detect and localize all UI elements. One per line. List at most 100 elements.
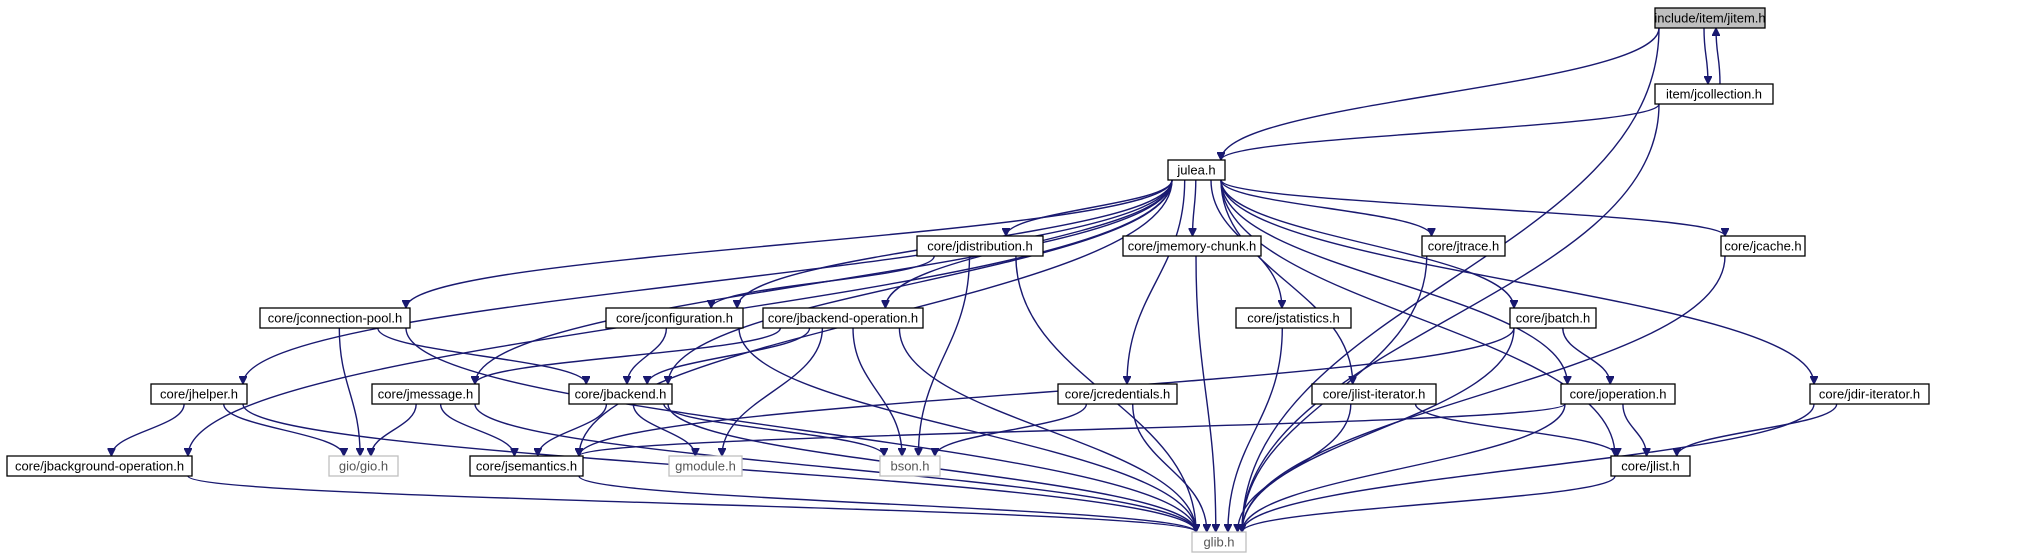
node-jcollection[interactable]: item/jcollection.h	[1654, 83, 1774, 105]
edge-jcredentials-to-bson	[935, 403, 1088, 456]
node-box	[1421, 235, 1506, 257]
edge-jbackgroundoperation-to-glib	[187, 475, 1196, 532]
node-jstatistics[interactable]: core/jstatistics.h	[1235, 307, 1352, 329]
edge-jbackendoperation-to-jmessage	[475, 327, 782, 384]
node-bson: bson.h	[879, 455, 941, 477]
node-box	[1311, 383, 1437, 405]
node-label: gio/gio.h	[339, 459, 388, 474]
edge-jmemorychunk-to-glib	[1195, 255, 1216, 532]
node-jbackendoperation[interactable]: core/jbackend-operation.h	[762, 307, 924, 329]
node-box	[879, 455, 941, 477]
edge-jlistiterator-to-glib	[1238, 403, 1352, 532]
node-label: core/jbackend-operation.h	[768, 311, 918, 326]
node-label: julea.h	[1176, 163, 1215, 178]
edge-julea-to-jdistribution	[1006, 179, 1173, 236]
edge-jbackendoperation-to-glib	[898, 327, 1196, 532]
node-jsemantics[interactable]: core/jsemantics.h	[469, 455, 584, 477]
edge-jcredentials-to-glib	[1132, 403, 1207, 532]
edge-jbackend-to-bson	[663, 403, 884, 456]
edge-jmessage-to-glib	[474, 403, 1196, 532]
edge-jbatch-to-glib	[1242, 327, 1515, 532]
node-jhelper[interactable]: core/jhelper.h	[150, 383, 248, 405]
node-box	[605, 307, 744, 329]
edge-jconnectionpool-to-jbackend	[377, 327, 586, 384]
node-jconnectionpool[interactable]: core/jconnection-pool.h	[259, 307, 411, 329]
node-jlistiterator[interactable]: core/jlist-iterator.h	[1311, 383, 1437, 405]
node-label: glib.h	[1203, 535, 1234, 550]
node-jconfiguration[interactable]: core/jconfiguration.h	[605, 307, 744, 329]
edge-jdistribution-to-bson	[918, 255, 971, 456]
edge-jbackend-to-gmodule	[632, 403, 695, 456]
node-label: core/jtrace.h	[1428, 239, 1500, 254]
edge-jbatch-to-joperation	[1562, 327, 1610, 384]
edge-jitem-to-jcollection	[1703, 27, 1708, 84]
node-jmemorychunk[interactable]: core/jmemory-chunk.h	[1122, 235, 1262, 257]
node-gio: gio/gio.h	[328, 455, 399, 477]
node-jmessage[interactable]: core/jmessage.h	[371, 383, 480, 405]
edge-jconnectionpool-to-gio	[338, 327, 360, 456]
node-label: gmodule.h	[675, 459, 736, 474]
edge-jconfiguration-to-jbackend	[627, 327, 668, 384]
node-label: core/jdir-iterator.h	[1819, 387, 1920, 402]
node-box	[1235, 307, 1352, 329]
node-jcredentials[interactable]: core/jcredentials.h	[1057, 383, 1178, 405]
edge-julea-to-jmemorychunk	[1193, 179, 1196, 236]
edge-jconnectionpool-to-glib	[405, 327, 1196, 532]
node-jbackgroundoperation[interactable]: core/jbackground-operation.h	[6, 455, 193, 477]
node-joperation[interactable]: core/joperation.h	[1560, 383, 1676, 405]
node-jcache[interactable]: core/jcache.h	[1720, 235, 1806, 257]
node-label: core/jcredentials.h	[1065, 387, 1171, 402]
node-label: bson.h	[890, 459, 929, 474]
node-gmodule: gmodule.h	[668, 455, 743, 477]
node-box	[1809, 383, 1930, 405]
node-box	[1191, 531, 1247, 553]
edge-julea-to-joperation	[1220, 179, 1567, 384]
node-label: core/jhelper.h	[160, 387, 238, 402]
node-box	[328, 455, 399, 477]
edge-julea-to-jdiriterator	[1220, 179, 1814, 384]
edge-julea-to-jlist	[1220, 179, 1615, 456]
node-box	[1560, 383, 1676, 405]
edge-jbackendoperation-to-bson	[852, 327, 902, 456]
edge-julea-to-jcredentials	[1127, 179, 1186, 384]
edge-julea-to-jlistiterator	[1220, 179, 1353, 384]
node-label: core/jbackground-operation.h	[15, 459, 184, 474]
edge-jhelper-to-jbackgroundoperation	[111, 403, 185, 456]
node-box	[1509, 307, 1597, 329]
node-box	[668, 455, 743, 477]
node-label: core/jstatistics.h	[1247, 311, 1339, 326]
edge-jdiriterator-to-jlist	[1677, 403, 1838, 456]
node-box	[259, 307, 411, 329]
node-jitem[interactable]: include/item/jitem.h	[1654, 7, 1766, 29]
edge-joperation-to-jlist	[1622, 403, 1647, 456]
node-jbatch[interactable]: core/jbatch.h	[1509, 307, 1597, 329]
edge-jdistribution-to-jconfiguration	[711, 255, 935, 308]
edge-jcollection-to-julea	[1221, 103, 1660, 160]
edge-jitem-to-julea	[1221, 27, 1660, 160]
node-jdistribution[interactable]: core/jdistribution.h	[916, 235, 1044, 257]
edge-jbackendoperation-to-gmodule	[722, 327, 824, 456]
edge-jstatistics-to-glib	[1228, 327, 1283, 532]
node-label: core/jmemory-chunk.h	[1128, 239, 1257, 254]
node-label: core/jlist-iterator.h	[1323, 387, 1426, 402]
node-box	[469, 455, 584, 477]
node-jbackend[interactable]: core/jbackend.h	[568, 383, 673, 405]
node-jlist[interactable]: core/jlist.h	[1610, 455, 1691, 477]
node-jtrace[interactable]: core/jtrace.h	[1421, 235, 1506, 257]
node-label: core/jsemantics.h	[476, 459, 577, 474]
edge-joperation-to-glib	[1242, 403, 1566, 532]
node-label: core/jlist.h	[1621, 459, 1680, 474]
node-julea[interactable]: julea.h	[1167, 159, 1226, 181]
node-box	[916, 235, 1044, 257]
node-label: core/jdistribution.h	[927, 239, 1033, 254]
node-box	[1122, 235, 1262, 257]
node-box	[568, 383, 673, 405]
node-box	[1654, 7, 1766, 29]
edge-jitem-to-glib	[1242, 27, 1660, 532]
node-label: core/jbackend.h	[575, 387, 667, 402]
edge-jbatch-to-jsemantics	[579, 327, 1515, 456]
edge-jbackend-to-jsemantics	[538, 403, 608, 456]
node-jdiriterator[interactable]: core/jdir-iterator.h	[1809, 383, 1930, 405]
node-label: item/jcollection.h	[1666, 87, 1762, 102]
node-box	[1654, 83, 1774, 105]
